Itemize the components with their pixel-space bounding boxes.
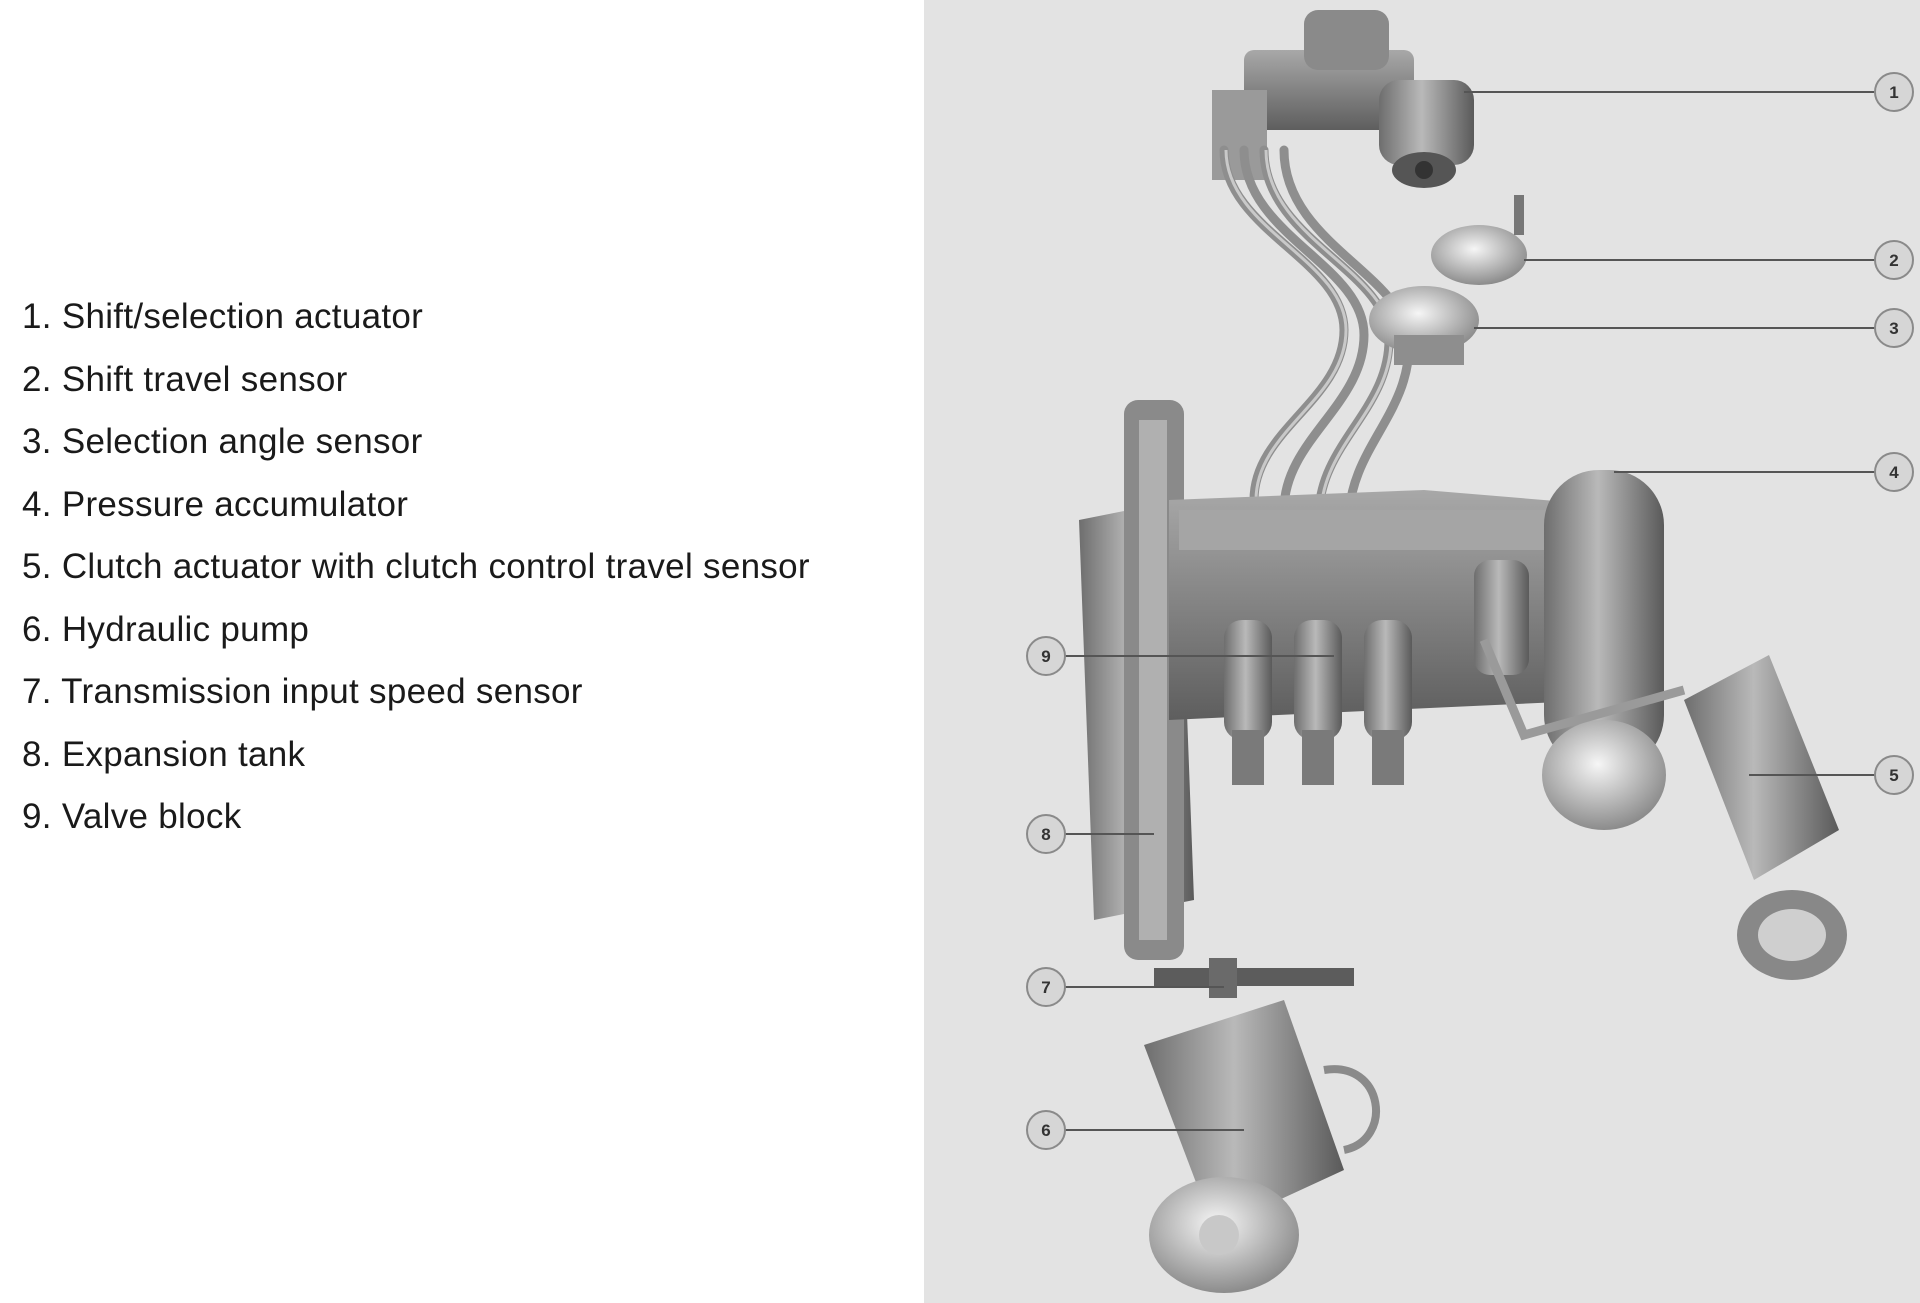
pressure-accumulator <box>1542 470 1666 830</box>
legend-item-8: 8. Expansion tank <box>22 734 306 774</box>
callout-label: 3 <box>1889 319 1898 338</box>
callout-label: 1 <box>1889 83 1898 102</box>
clutch-actuator <box>1479 638 1847 980</box>
callout-label: 4 <box>1889 463 1899 482</box>
callout-4: 4 <box>1874 452 1914 492</box>
legend-item-3: 3. Selection angle sensor <box>22 422 423 461</box>
shift-selection-actuator <box>1212 10 1474 188</box>
callout-5: 5 <box>1874 755 1914 795</box>
callout-8: 8 <box>1026 814 1066 854</box>
callout-label: 7 <box>1041 978 1050 997</box>
legend-item-6: 6. Hydraulic pump <box>22 609 310 649</box>
legend-item-4: 4. Pressure accumulator <box>22 484 409 524</box>
hydraulic-pump <box>1144 1000 1380 1293</box>
legend-item-2: 2. Shift travel sensor <box>22 359 348 399</box>
selection-angle-sensor <box>1369 286 1479 365</box>
legend-list: 1. Shift/selection actuator 2. Shift tra… <box>22 286 810 849</box>
hydraulic-unit-illustration: 1 2 3 4 9 5 8 <box>924 0 1920 1303</box>
callout-9: 9 <box>1026 636 1066 676</box>
callout-6: 6 <box>1026 1110 1066 1150</box>
valve-block <box>1169 490 1604 785</box>
legend-item-1: 1. Shift/selection actuator <box>22 297 424 336</box>
transmission-input-speed-sensor <box>1154 958 1354 998</box>
callout-3: 3 <box>1874 308 1914 348</box>
callout-label: 5 <box>1889 766 1898 785</box>
callout-badges: 1 2 3 4 9 5 8 <box>1026 72 1914 1150</box>
shift-travel-sensor <box>1431 195 1527 285</box>
legend-item-7: 7. Transmission input speed sensor <box>22 672 583 711</box>
legend-item-9: 9. Valve block <box>22 797 242 836</box>
legend-item-5: 5. Clutch actuator with clutch control t… <box>22 547 810 586</box>
callout-7: 7 <box>1026 967 1066 1007</box>
component-drawing: 1 2 3 4 9 5 8 <box>1026 10 1914 1293</box>
callout-1: 1 <box>1874 72 1914 112</box>
callout-2: 2 <box>1874 240 1914 280</box>
callout-leader-lines <box>1064 91 1884 1131</box>
callout-label: 6 <box>1041 1121 1050 1140</box>
callout-label: 2 <box>1889 251 1898 270</box>
callout-label: 8 <box>1041 825 1050 844</box>
callout-label: 9 <box>1041 647 1050 666</box>
